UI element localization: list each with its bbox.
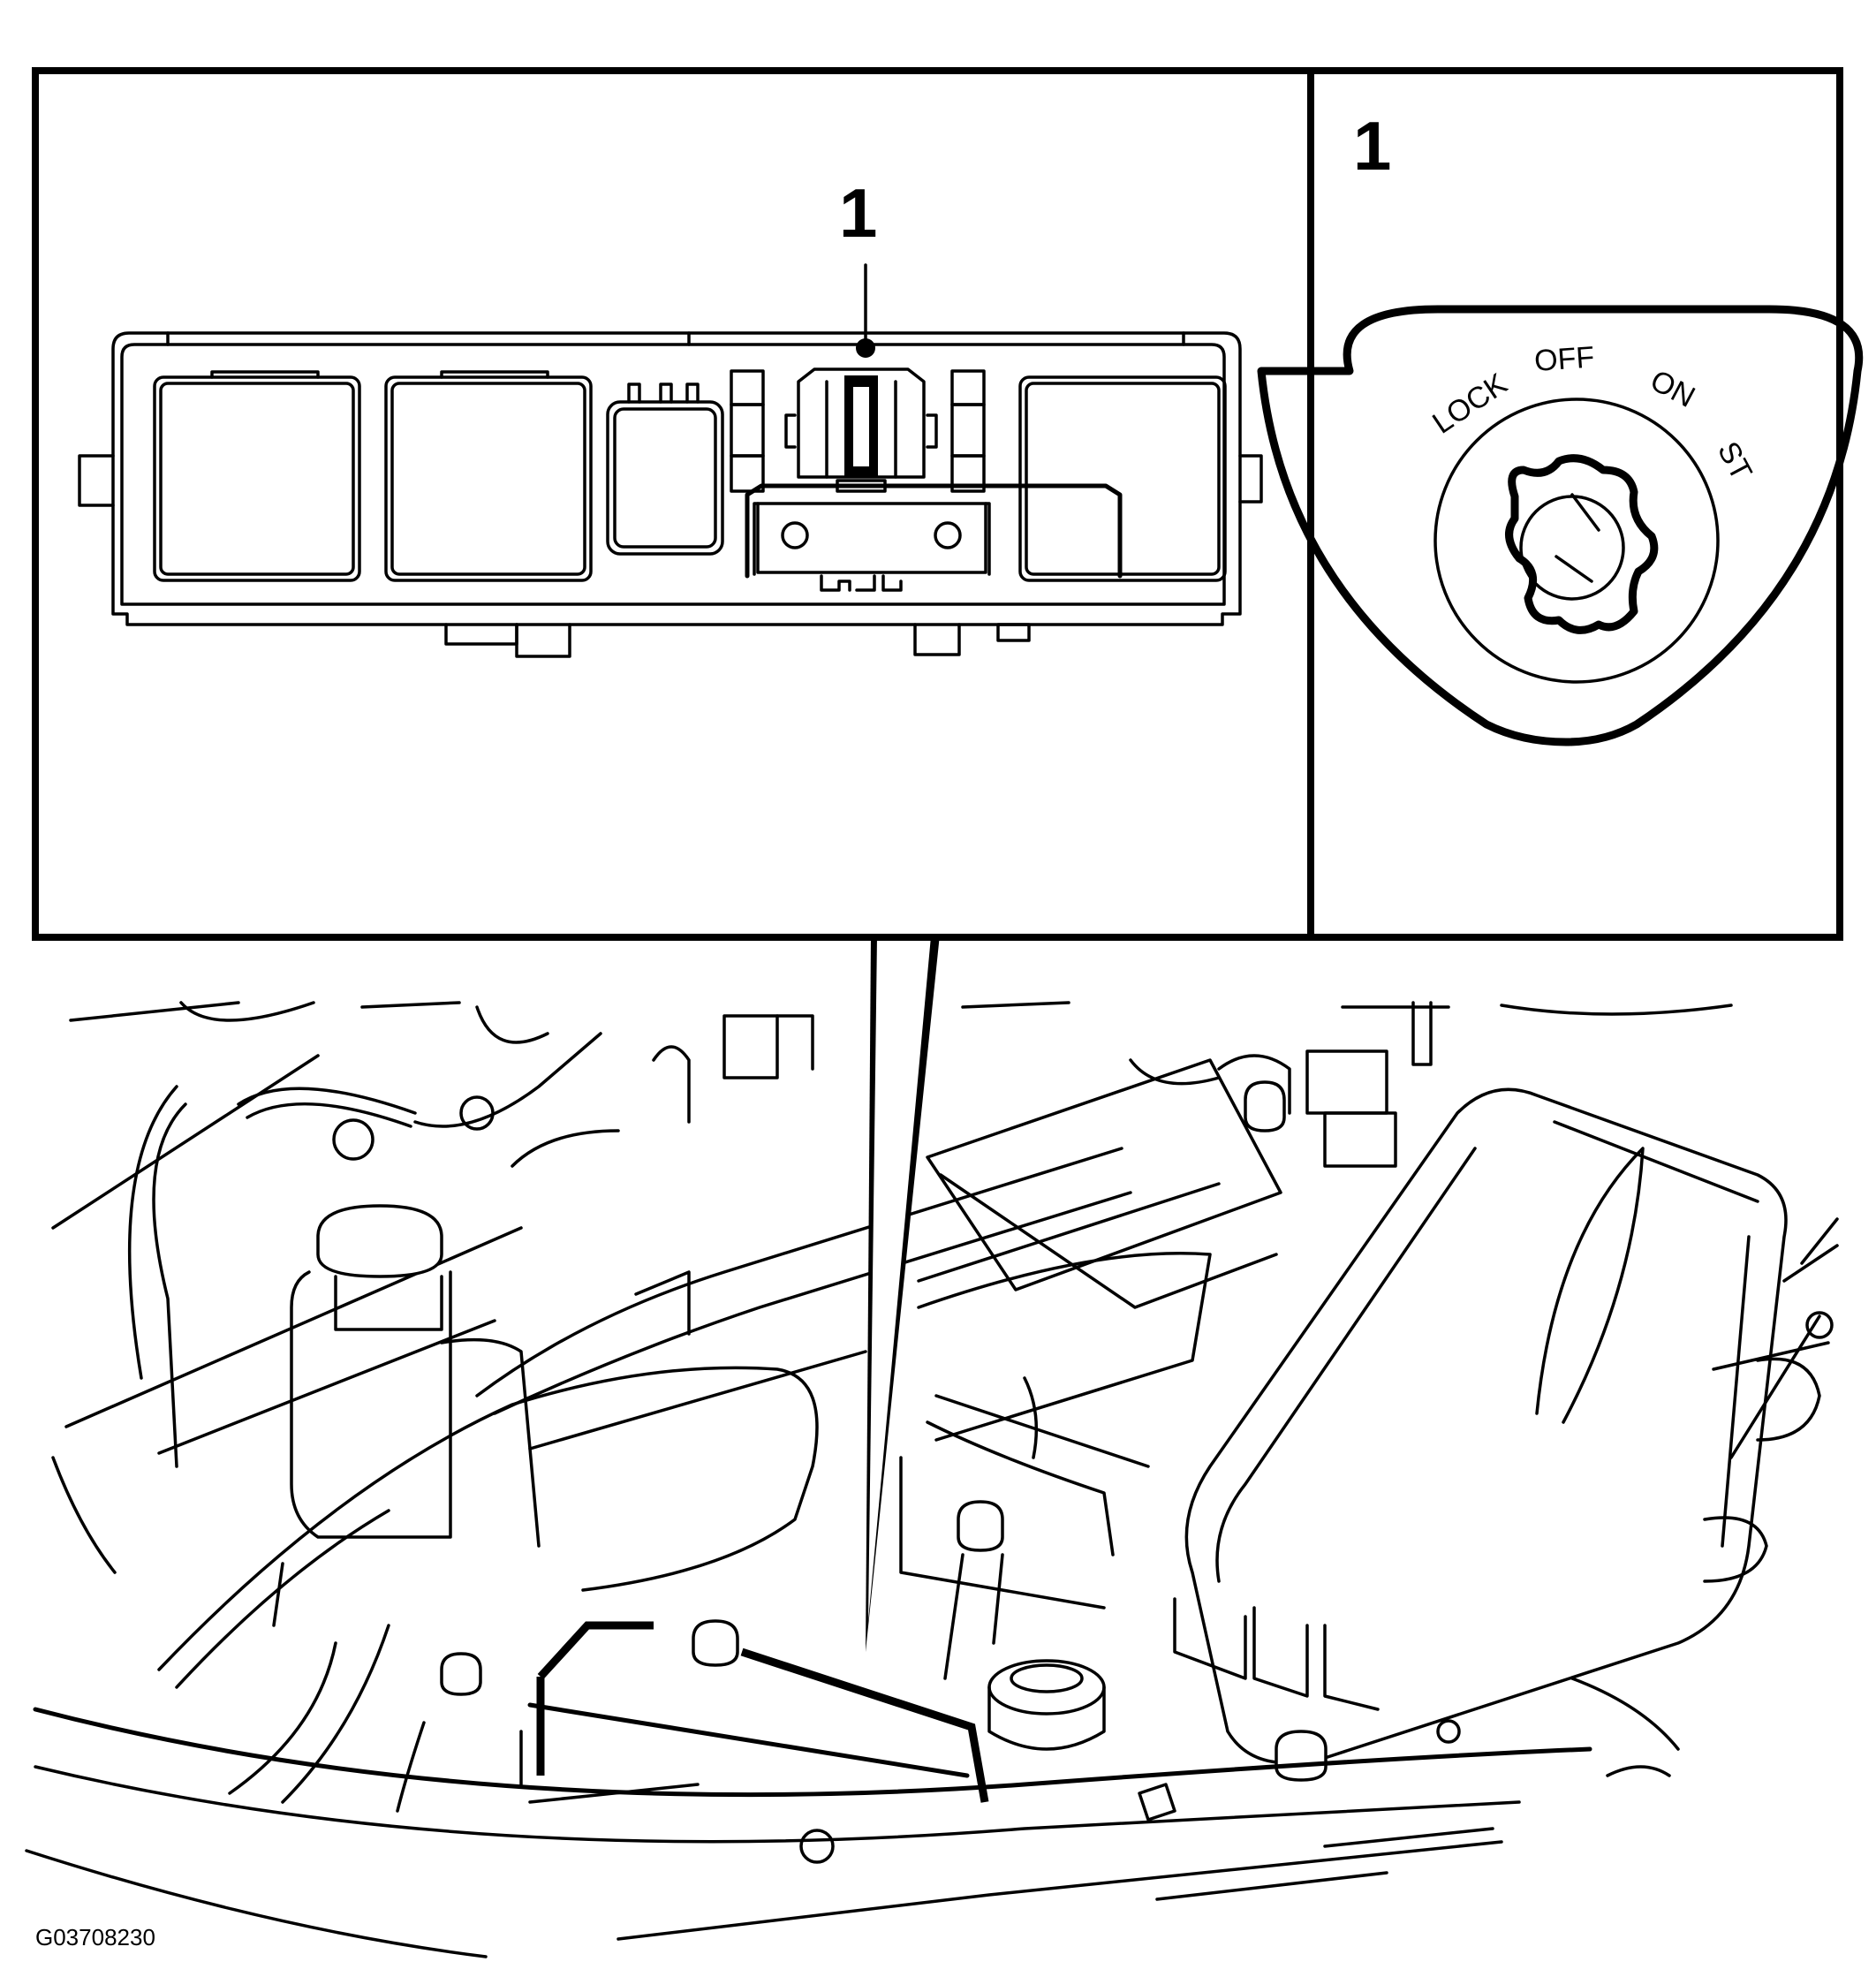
figure-code: G03708230	[35, 1924, 155, 1950]
callout-number-ignition: 1	[1353, 107, 1391, 185]
callout-number-fuse-box: 1	[839, 174, 877, 252]
ignition-switch-illustration	[1257, 305, 1864, 746]
engine-bay-illustration	[25, 1001, 1839, 1958]
relay-box-illustration	[78, 263, 1263, 658]
ignition-label-off: OFF	[1533, 340, 1595, 378]
